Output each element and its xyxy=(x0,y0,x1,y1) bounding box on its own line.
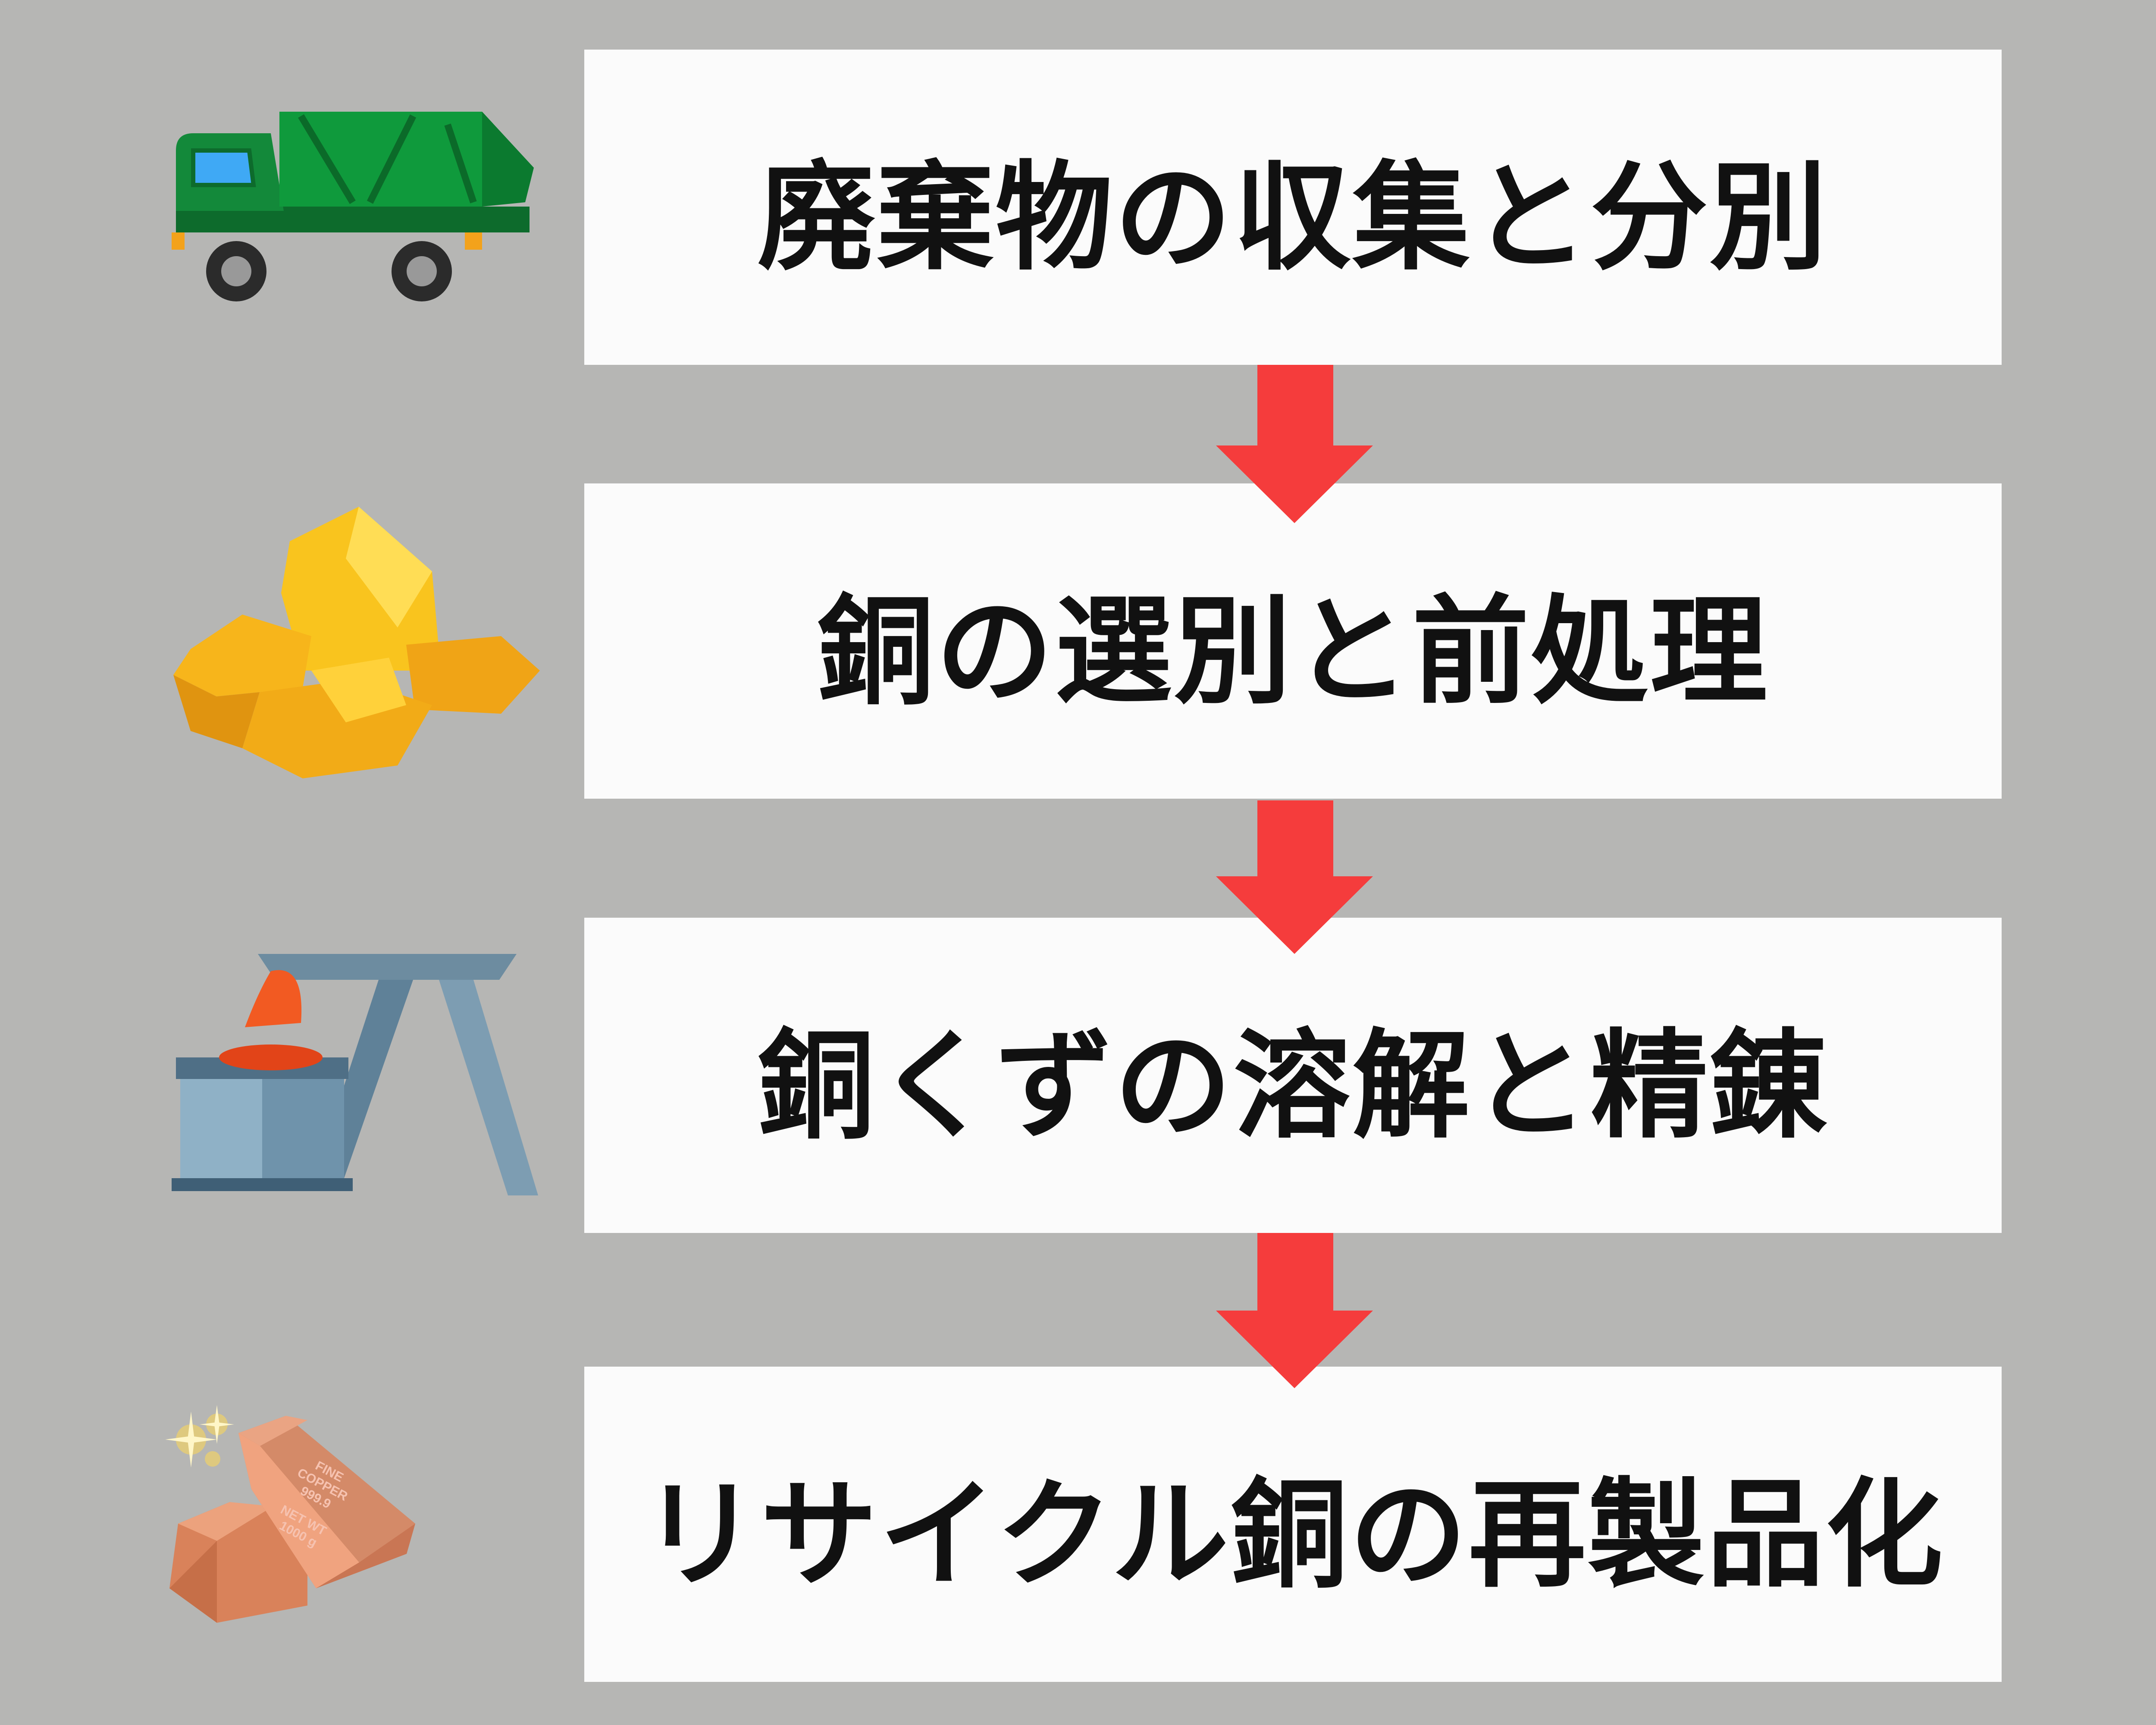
step-label: リサイクル銅の再製品化 xyxy=(641,1467,1945,1603)
down-arrow-2 xyxy=(1216,800,1373,954)
gold-ore-pile-icon xyxy=(173,507,540,778)
step-box-2: 銅の選別と前処理 xyxy=(584,483,2002,799)
step-label: 銅の選別と前処理 xyxy=(817,583,1769,720)
garbage-truck-icon xyxy=(172,112,534,301)
step-box-1: 廃棄物の収集と分別 xyxy=(584,50,2002,365)
smelting-furnace-icon xyxy=(172,954,538,1195)
step-label: 銅くずの溶解と精錬 xyxy=(757,1018,1829,1154)
down-arrow-1 xyxy=(1216,365,1373,523)
copper-ingot-icon: FINE COPPER 999.9 NET WT 1000 g xyxy=(165,1405,415,1623)
step-label: 廃棄物の収集と分別 xyxy=(757,150,1829,286)
sparkle-icon xyxy=(165,1405,234,1468)
step-box-4: リサイクル銅の再製品化 xyxy=(584,1367,2002,1682)
step-box-3: 銅くずの溶解と精錬 xyxy=(584,918,2002,1233)
down-arrow-3 xyxy=(1216,1233,1373,1388)
